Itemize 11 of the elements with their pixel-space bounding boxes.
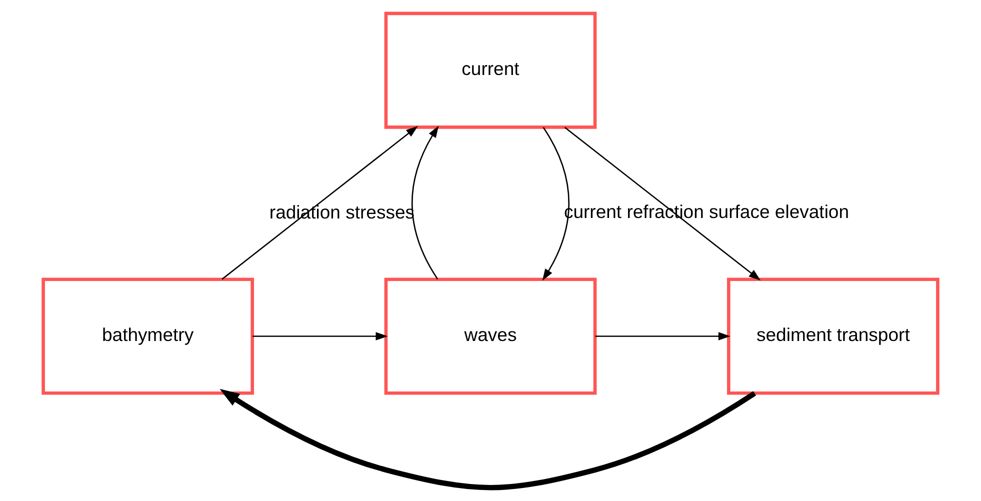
- arrow: [412, 126, 439, 280]
- arrow: [252, 332, 388, 340]
- arrow: [564, 126, 761, 281]
- arrow: [222, 126, 418, 280]
- node-box: bathymetry: [42, 278, 254, 395]
- node-box: sediment transport: [727, 278, 940, 395]
- node-box: current: [384, 12, 597, 129]
- node-box: waves: [384, 278, 597, 395]
- arrow: [595, 332, 730, 340]
- arrow: [220, 388, 756, 490]
- arrow: [542, 127, 570, 281]
